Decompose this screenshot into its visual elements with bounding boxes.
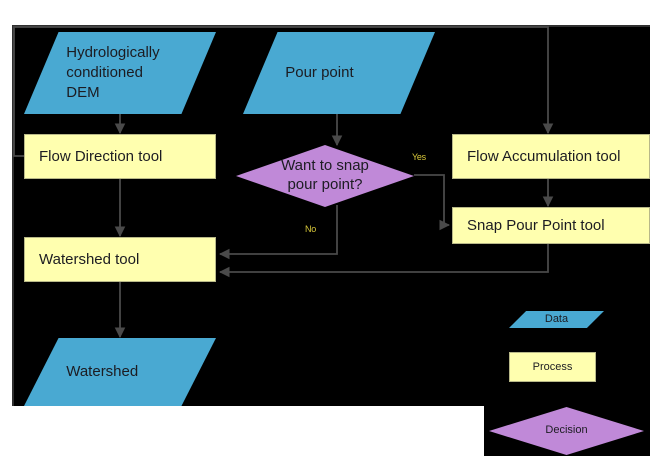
legend-decision-label: Decision	[545, 424, 588, 437]
legend-process-label: Process	[532, 361, 573, 373]
hydro-dem-line-1: Hydrologically	[66, 43, 160, 61]
snap-pour-point-label: Snap Pour Point tool	[467, 217, 605, 234]
node-hydrologically-conditioned-dem[interactable]: Hydrologically conditioned DEM	[24, 32, 216, 114]
edge-label-no: No	[305, 224, 316, 234]
watershed-tool-label: Watershed tool	[39, 251, 140, 268]
legend-item-data: Data	[509, 311, 604, 328]
flow-direction-label: Flow Direction tool	[39, 148, 163, 165]
node-pour-point[interactable]: Pour point	[243, 32, 435, 114]
legend-item-process: Process	[509, 352, 596, 382]
node-label-group: Hydrologically conditioned DEM	[24, 43, 160, 104]
hydro-dem-line-3: DEM	[66, 84, 100, 102]
node-flow-accumulation-tool[interactable]: Flow Accumulation tool	[452, 134, 650, 179]
node-label-group: Watershed	[24, 362, 138, 382]
legend-data-label-wrap: Data	[545, 312, 568, 327]
watershed-label: Watershed	[66, 362, 139, 380]
hydro-dem-line-2: conditioned	[66, 63, 143, 81]
node-snap-pour-point-tool[interactable]: Snap Pour Point tool	[452, 207, 650, 244]
legend-data-label: Data	[544, 313, 569, 326]
flow-accumulation-label: Flow Accumulation tool	[467, 148, 621, 165]
decision-label-group: Want to snap pour point?	[281, 157, 369, 195]
decision-line-2: pour point?	[287, 176, 363, 193]
node-label-group: Pour point	[243, 63, 354, 83]
edge-label-yes: Yes	[412, 152, 426, 162]
pour-point-label: Pour point	[285, 63, 354, 81]
decision-line-1: Want to snap	[281, 157, 369, 175]
node-flow-direction-tool[interactable]: Flow Direction tool	[24, 134, 216, 179]
node-watershed-tool[interactable]: Watershed tool	[24, 237, 216, 282]
node-watershed[interactable]: Watershed	[24, 338, 216, 406]
